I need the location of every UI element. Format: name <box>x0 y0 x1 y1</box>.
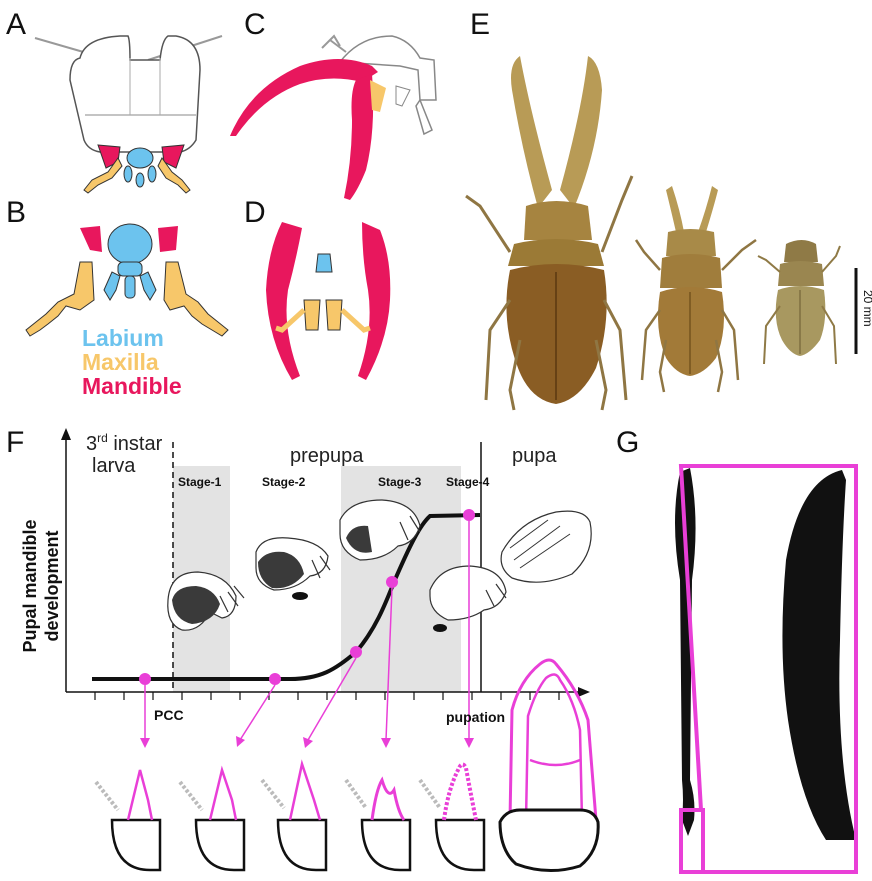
mandible-sample-3 <box>262 764 326 870</box>
scale-bar-label: 20 mm <box>861 290 872 327</box>
beetle-medium-elytra <box>658 287 724 376</box>
beetle-large <box>466 56 632 410</box>
beetle-small <box>758 240 840 364</box>
x-axis-ticks <box>95 692 559 700</box>
beetle-large-mandible-left <box>511 56 552 208</box>
stage-2-label: Stage-2 <box>262 475 306 489</box>
phase-prepupa: prepupa <box>290 445 364 467</box>
stage-4-label: Stage-4 <box>446 475 490 489</box>
labial-palp-right-b <box>140 272 156 300</box>
mandible-right-b <box>158 226 178 252</box>
marker-pcc <box>139 673 151 685</box>
maxilla-c <box>370 80 386 112</box>
mandible-lower-c <box>344 74 373 200</box>
panel-d: D <box>244 196 390 380</box>
antenna-c <box>322 36 346 52</box>
panel-label-d: D <box>244 196 266 229</box>
beetle-medium-head <box>666 229 716 256</box>
maxillae-d <box>304 300 342 330</box>
panel-f: F Pupal mandible development 3rd instar … <box>6 426 598 871</box>
maxilla-right-b <box>164 262 228 336</box>
beetle-large-mandible-right <box>560 56 602 208</box>
panel-a: A <box>6 8 222 193</box>
legend-mandible: Mandible <box>82 373 182 399</box>
head-capsule <box>70 36 200 152</box>
mandible-series <box>96 764 484 870</box>
labium-base-b <box>118 262 142 276</box>
legend-maxilla: Maxilla <box>82 349 159 375</box>
mandible-left-b <box>80 226 102 252</box>
mandible-detail-silhouette <box>782 470 856 840</box>
mandible-sample-1 <box>96 770 160 870</box>
mandible-left-d <box>266 222 302 380</box>
beetle-small-head <box>784 240 818 262</box>
panel-b: B Labium Maxilla Mandible <box>6 196 228 399</box>
phase-larva-line1: 3rd instar <box>86 431 163 455</box>
marker-stage-3-early <box>350 646 362 658</box>
mandible-right-d <box>358 222 390 380</box>
panel-label-c: C <box>244 8 266 41</box>
labium-b <box>108 224 152 264</box>
maxillary-palps-d <box>276 310 370 330</box>
larva-stage-2 <box>256 538 330 600</box>
panel-label-f: F <box>6 426 24 459</box>
x-axis-arrow <box>578 687 590 697</box>
mandible-sample-2 <box>180 770 244 870</box>
leg-c <box>416 100 432 134</box>
panel-c: C <box>230 8 436 200</box>
panel-e: E 20 mm <box>466 8 872 410</box>
beetle-medium <box>636 186 756 392</box>
marker-stage-2 <box>269 673 281 685</box>
connector-arrowheads <box>140 736 474 748</box>
panel-g: G <box>616 426 856 872</box>
y-axis-arrow <box>61 428 71 440</box>
event-pcc: PCC <box>154 707 184 723</box>
labial-center-b <box>125 276 135 298</box>
y-axis-title-line1: Pupal mandible <box>20 519 40 652</box>
labium-a <box>127 148 153 168</box>
mandible-sample-5 <box>420 764 484 870</box>
phase-pupa: pupa <box>512 445 557 467</box>
beetle-small-elytra <box>776 286 826 356</box>
maxilla-left-a <box>84 158 122 193</box>
labial-palp-left-a <box>124 166 132 182</box>
labial-tip-a <box>136 173 144 187</box>
event-pupation: pupation <box>446 709 505 725</box>
mandible-sample-4 <box>346 780 410 870</box>
beetle-large-head <box>524 201 592 240</box>
panel-label-b: B <box>6 196 26 229</box>
legend-labium: Labium <box>82 325 164 351</box>
y-axis-title-line2: development <box>42 530 62 641</box>
palp-c <box>396 86 410 106</box>
beetle-medium-mandible-right <box>698 186 718 232</box>
panel-label-a: A <box>6 8 26 41</box>
panel-label-g: G <box>616 426 639 459</box>
beetle-medium-pronotum <box>660 254 722 288</box>
labial-palp-right-a <box>148 166 156 182</box>
panel-label-e: E <box>470 8 490 41</box>
marker-stage-3-late <box>386 576 398 588</box>
stage-1-label: Stage-1 <box>178 475 222 489</box>
phase-larva-line2: larva <box>92 455 136 477</box>
beetle-medium-mandible-left <box>666 186 684 232</box>
labial-palp-left-b <box>104 272 120 300</box>
marker-stage-4 <box>463 509 475 521</box>
stage-3-label: Stage-3 <box>378 475 422 489</box>
pupa-illustration <box>501 511 591 582</box>
labium-d <box>316 254 332 272</box>
beetle-large-pronotum <box>508 239 604 266</box>
beetle-small-pronotum <box>778 261 824 286</box>
